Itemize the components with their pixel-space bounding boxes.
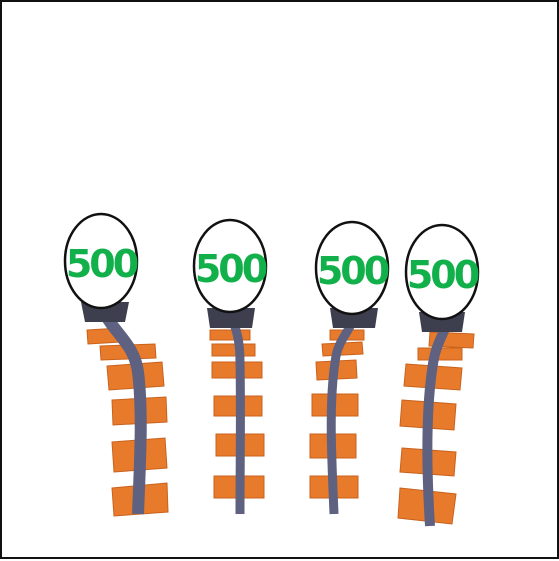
track-2[interactable]: 500 xyxy=(192,218,270,515)
price-label: 500 xyxy=(195,247,267,291)
rail-track-icon xyxy=(397,311,475,527)
price-label: 500 xyxy=(317,249,389,293)
rail xyxy=(326,309,360,515)
tie xyxy=(211,343,256,357)
rail-track-icon xyxy=(309,309,365,515)
rail xyxy=(96,302,147,515)
price-label: 500 xyxy=(66,242,138,286)
price-bubble xyxy=(192,218,268,314)
price-label: 500 xyxy=(407,253,479,297)
cart xyxy=(207,308,255,328)
tie xyxy=(209,329,251,341)
price-bubble xyxy=(314,220,390,316)
track-3[interactable]: 500 xyxy=(309,220,392,515)
price-bubble xyxy=(63,212,139,310)
rail-track-icon xyxy=(86,302,169,517)
price-bubble xyxy=(404,223,480,321)
track-1[interactable]: 500 xyxy=(63,212,169,517)
track-4[interactable]: 500 xyxy=(397,223,482,527)
rail-track-icon xyxy=(209,310,265,515)
